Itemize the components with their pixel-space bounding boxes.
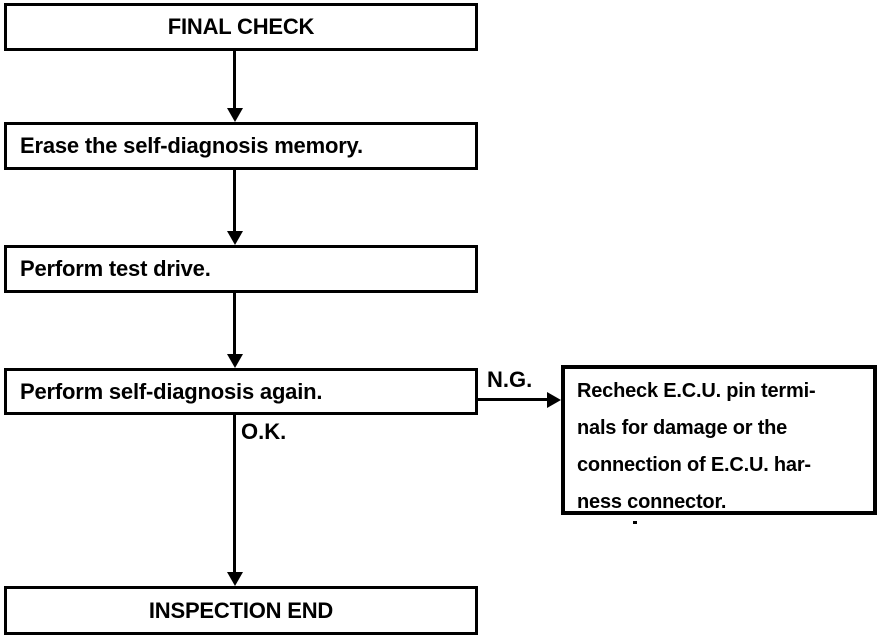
recheck-line: ness connector.: [577, 491, 727, 513]
recheck-line: connection of E.C.U. har-: [577, 454, 811, 476]
erase-memory-label: Erase the self-diagnosis memory.: [20, 133, 363, 158]
test-drive-box: Perform test drive.: [4, 245, 478, 293]
self-diagnosis-box: Perform self-diagnosis again.: [4, 368, 478, 415]
connector-line: [233, 170, 236, 231]
erase-memory-box: Erase the self-diagnosis memory.: [4, 122, 478, 170]
connector-line: [478, 398, 547, 401]
arrowhead-down-icon: [227, 354, 243, 368]
scan-speck: [633, 521, 637, 524]
arrowhead-down-icon: [227, 231, 243, 245]
recheck-line: Recheck E.C.U. pin termi-: [577, 380, 816, 402]
arrowhead-down-icon: [227, 108, 243, 122]
connector-line: [233, 293, 236, 354]
arrowhead-down-icon: [227, 572, 243, 586]
test-drive-label: Perform test drive.: [20, 256, 211, 281]
inspection-end-box: INSPECTION END: [4, 586, 478, 635]
recheck-ecu-box: Recheck E.C.U. pin termi- nals for damag…: [561, 365, 877, 515]
arrowhead-right-icon: [547, 392, 561, 408]
final-check-box: FINAL CHECK: [4, 3, 478, 51]
inspection-end-label: INSPECTION END: [148, 597, 334, 623]
self-diagnosis-label: Perform self-diagnosis again.: [20, 378, 323, 404]
ok-branch-label: O.K.: [241, 419, 287, 444]
final-check-label: FINAL CHECK: [167, 14, 315, 39]
connector-line: [233, 51, 236, 108]
recheck-line: nals for damage or the: [577, 417, 788, 439]
ng-branch-label: N.G.: [487, 367, 533, 392]
connector-line: [233, 415, 236, 572]
